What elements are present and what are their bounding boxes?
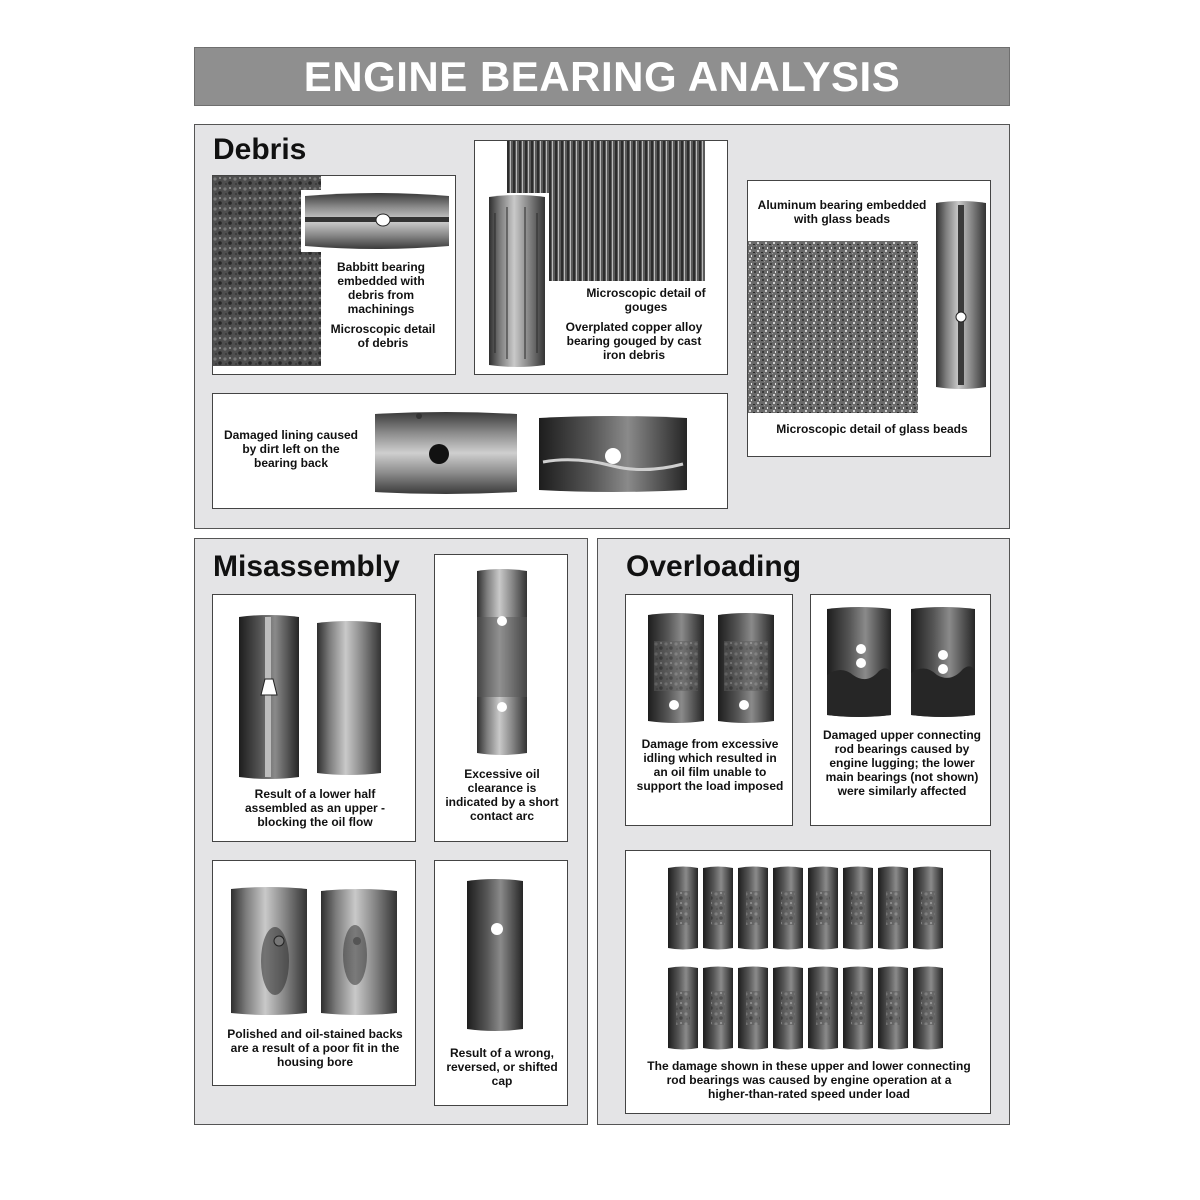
aluminum-bearing-photo bbox=[932, 199, 990, 391]
gouges-caption: Microscopic detail of gouges bbox=[586, 286, 706, 314]
copper-caption: Overplated copper alloy bearing gouged b… bbox=[565, 320, 703, 362]
misassembly-heading: Misassembly bbox=[213, 550, 400, 583]
misassembly-card-lower-half: Result of a lower half assembled as an u… bbox=[212, 594, 416, 842]
glass-beads-caption: Microscopic detail of glass beads bbox=[776, 422, 968, 436]
lower-half-caption: Result of a lower half assembled as an u… bbox=[244, 787, 386, 829]
overloading-heading: Overloading bbox=[626, 550, 802, 583]
idling-caption: Damage from excessive idling which resul… bbox=[636, 737, 784, 793]
bearing-damage-pattern bbox=[921, 991, 935, 1025]
overloading-card-lugging: Damaged upper connecting rod bearings ca… bbox=[810, 594, 991, 826]
bearing-damage-pattern bbox=[886, 991, 900, 1025]
misassembly-card-oil-clearance: Excessive oil clearance is indicated by … bbox=[434, 554, 568, 842]
bearing-damage-pattern bbox=[746, 991, 760, 1025]
title-banner: ENGINE BEARING ANALYSIS bbox=[194, 47, 1010, 106]
idling-bearing-photo-1 bbox=[644, 611, 708, 725]
debris-card-dirt: Damaged lining caused by dirt left on th… bbox=[212, 393, 728, 509]
polished-back-photo-1 bbox=[227, 883, 311, 1019]
overloading-card-idling: Damage from excessive idling which resul… bbox=[625, 594, 793, 826]
debris-heading: Debris bbox=[213, 133, 307, 166]
dirt-caption: Damaged lining caused by dirt left on th… bbox=[223, 428, 359, 470]
high-speed-caption: The damage shown in these upper and lowe… bbox=[647, 1059, 971, 1101]
aluminum-caption: Aluminum bearing embedded with glass bea… bbox=[757, 198, 927, 226]
polished-backs-caption: Polished and oil-stained backs are a res… bbox=[227, 1027, 403, 1069]
bearing-damage-pattern bbox=[816, 891, 830, 925]
idling-bearing-photo-2 bbox=[714, 611, 778, 725]
lower-half-bearing-photo bbox=[233, 609, 305, 785]
wrong-cap-caption: Result of a wrong, reversed, or shifted … bbox=[446, 1046, 558, 1088]
babbitt-bearing-photo bbox=[301, 190, 453, 252]
dirt-bearing-back-photo bbox=[369, 410, 523, 496]
misassembly-card-polished-backs: Polished and oil-stained backs are a res… bbox=[212, 860, 416, 1086]
copper-bearing-photo bbox=[485, 193, 549, 369]
debris-detail-caption: Microscopic detail of debris bbox=[330, 322, 436, 350]
bearing-damage-pattern bbox=[676, 991, 690, 1025]
lugging-bearing-photo-1 bbox=[823, 605, 895, 719]
bearing-damage-pattern bbox=[781, 991, 795, 1025]
lugging-bearing-photo-2 bbox=[907, 605, 979, 719]
bearing-damage-pattern bbox=[746, 891, 760, 925]
lugging-caption: Damaged upper connecting rod bearings ca… bbox=[822, 728, 982, 798]
debris-card-copper: Microscopic detail of gouges Overplated … bbox=[474, 140, 728, 375]
upper-half-bearing-photo bbox=[313, 617, 385, 779]
debris-card-aluminum: Aluminum bearing embedded with glass bea… bbox=[747, 180, 991, 457]
misassembly-card-wrong-cap: Result of a wrong, reversed, or shifted … bbox=[434, 860, 568, 1106]
polished-back-photo-2 bbox=[317, 885, 401, 1019]
bearing-damage-pattern bbox=[886, 891, 900, 925]
bearing-damage-pattern bbox=[921, 891, 935, 925]
glass-beads-photo bbox=[748, 241, 918, 413]
dirt-bearing-lining-photo bbox=[535, 414, 691, 494]
bearing-damage-pattern bbox=[851, 891, 865, 925]
babbitt-caption: Babbitt bearing embedded with debris fro… bbox=[336, 260, 425, 316]
bearing-damage-pattern bbox=[676, 891, 690, 925]
overloading-card-high-speed: The damage shown in these upper and lowe… bbox=[625, 850, 991, 1114]
bearing-damage-pattern bbox=[711, 891, 725, 925]
bearing-damage-pattern bbox=[816, 991, 830, 1025]
bearing-damage-pattern bbox=[851, 991, 865, 1025]
oil-clearance-bearing-photo bbox=[473, 567, 531, 757]
oil-clearance-caption: Excessive oil clearance is indicated by … bbox=[445, 767, 559, 823]
high-speed-bearings-photo bbox=[664, 861, 948, 1061]
bearing-damage-pattern bbox=[711, 991, 725, 1025]
bearing-damage-pattern bbox=[781, 891, 795, 925]
page-title: ENGINE BEARING ANALYSIS bbox=[303, 52, 901, 100]
wrong-cap-bearing-photo bbox=[463, 877, 527, 1033]
debris-card-babbitt: Babbitt bearing embedded with debris fro… bbox=[212, 175, 456, 375]
